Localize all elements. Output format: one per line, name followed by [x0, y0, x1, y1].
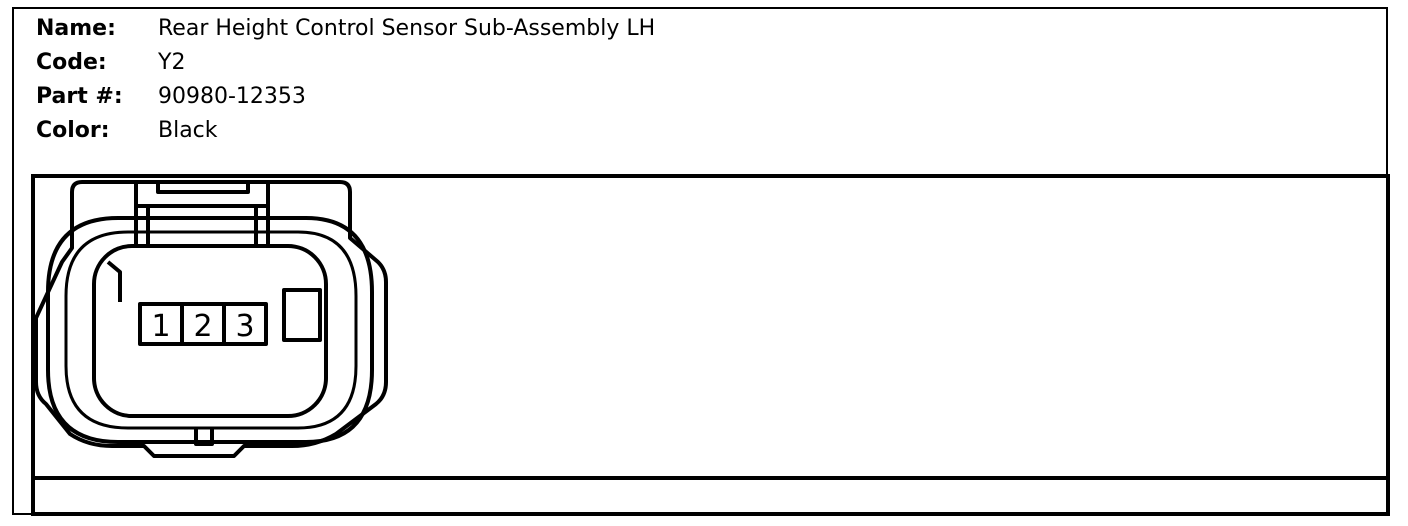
diagram-footer-strip: [31, 476, 1390, 516]
pin-block-frame: [138, 302, 268, 346]
connector-corner-guide: [106, 260, 122, 302]
part-number-value: 90980-12353: [158, 84, 306, 109]
name-value: Rear Height Control Sensor Sub-Assembly …: [158, 16, 656, 41]
connector-inner-seal-ring: [64, 230, 358, 430]
pin-1-label: 1: [151, 309, 170, 344]
code-label: Code:: [36, 50, 107, 75]
connector-side-latch: [282, 288, 322, 342]
code-value: Y2: [158, 50, 186, 75]
color-value: Black: [158, 118, 218, 143]
pin-2-label: 2: [193, 309, 212, 344]
pin-3-label: 3: [235, 309, 254, 344]
connector-housing-outline: [34, 180, 388, 458]
connector-mating-cavity: [92, 244, 328, 418]
color-label: Color:: [36, 118, 110, 143]
connector-outer-seal-ring: [46, 216, 374, 444]
connector-lock-tab: [134, 182, 270, 248]
part-number-label: Part #:: [36, 84, 123, 109]
name-label: Name:: [36, 16, 116, 41]
connector-key-notch: [194, 428, 214, 446]
